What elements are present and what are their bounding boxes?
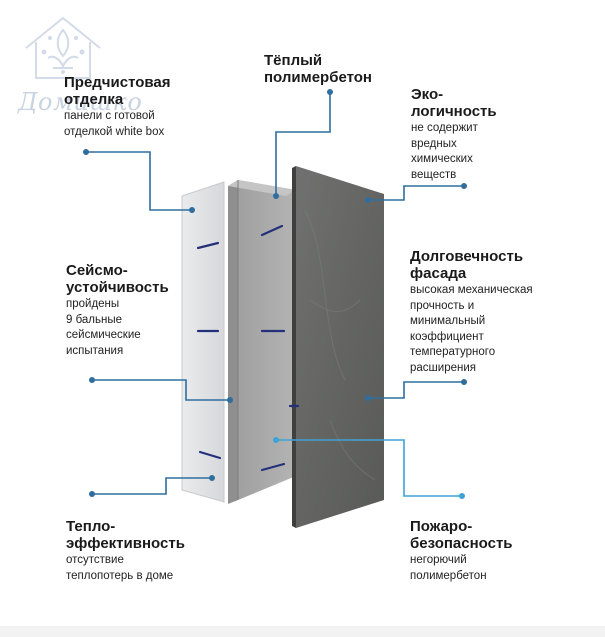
label-eco-desc-1: не содержит (411, 122, 478, 134)
label-durability-desc-4: коэффициент (410, 330, 484, 343)
label-thermal-title-1: Тепло- (66, 518, 116, 535)
label-finishing-desc-2: отделкой white box (64, 125, 165, 138)
label-seismic-title-2: устойчивость (66, 279, 169, 296)
label-seismic-desc-1: пройдены (66, 298, 120, 310)
label-concrete-title-2: полимербетон (264, 69, 372, 86)
label-seismic-desc-4: испытания (66, 344, 124, 357)
logo-text: Домишко (18, 88, 143, 116)
finishing-panel (181, 181, 225, 503)
label-finishing-desc-1: панели с готовой (64, 110, 155, 122)
label-durability-desc-2: прочность и (410, 299, 475, 312)
concrete-core (228, 180, 296, 504)
label-finishing: Предчистовая отделка панели с готовой от… (64, 74, 171, 139)
label-durability-desc-5: температурного (410, 346, 496, 358)
label-durability-title-1: Долговечность (410, 248, 524, 265)
label-concrete: Тёплый полимербетон (264, 52, 372, 86)
label-eco-desc-3: химических (411, 153, 473, 165)
label-eco: Эко- логичность не содержит вредных хими… (411, 86, 497, 182)
label-durability: Долговечность фасада высокая механическа… (410, 248, 533, 375)
label-seismic: Сейсмо- устойчивость пройдены 9 бальные … (66, 262, 169, 358)
label-durability-desc-1: высокая механическая (410, 284, 533, 296)
label-durability-desc-6: расширения (410, 361, 476, 374)
label-eco-desc-2: вредных (411, 137, 457, 150)
label-thermal-title-2: эффективность (66, 535, 185, 552)
label-thermal: Тепло- эффективность отсутствие теплопот… (66, 518, 185, 583)
label-eco-desc-4: веществ (411, 168, 457, 181)
callout-lines (86, 92, 464, 497)
label-fire-desc-2: полимербетон (410, 569, 487, 582)
label-fire-title-2: безопасность (410, 535, 513, 552)
label-eco-title-2: логичность (411, 103, 497, 120)
callout-dots (83, 89, 467, 499)
bottom-strip (0, 626, 605, 637)
anchors (196, 224, 300, 472)
label-finishing-title-2: отделка (64, 91, 124, 108)
label-fire-desc-1: негорючий (410, 554, 467, 566)
label-finishing-title-1: Предчистовая (64, 74, 171, 91)
label-eco-title-1: Эко- (411, 86, 444, 103)
label-concrete-title-1: Тёплый (264, 52, 323, 69)
label-thermal-desc-2: теплопотерь в доме (66, 569, 174, 582)
label-fire-title-1: Пожаро- (410, 518, 473, 535)
logo: Домишко (8, 8, 142, 116)
label-fire: Пожаро- безопасность негорючий полимербе… (410, 518, 513, 583)
house-logo-icon (25, 16, 101, 79)
label-durability-desc-3: минимальный (410, 315, 486, 327)
label-seismic-desc-3: сейсмические (66, 329, 141, 341)
label-seismic-desc-2: 9 бальные (66, 313, 123, 326)
label-seismic-title-1: Сейсмо- (66, 262, 128, 279)
label-durability-title-2: фасада (410, 265, 467, 282)
facade-slab (292, 166, 384, 528)
label-thermal-desc-1: отсутствие (66, 554, 124, 566)
